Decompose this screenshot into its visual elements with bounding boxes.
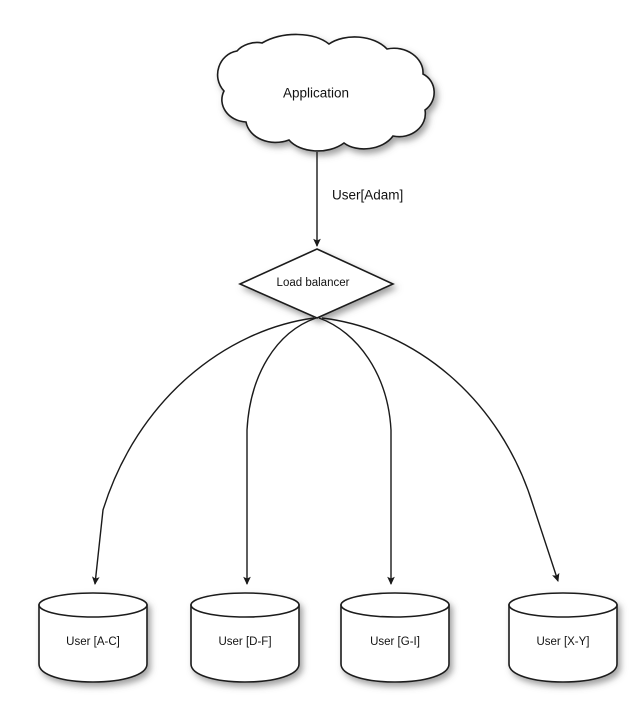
node-shard-a-c[interactable]: User [A-C]	[38, 592, 148, 683]
edge-balancer-to-shard-a-c	[91, 317, 315, 586]
edge-label-user-adam: User[Adam]	[332, 188, 403, 203]
cylinder-top-ellipse	[340, 592, 450, 618]
node-load-balancer[interactable]: Load balancer	[238, 248, 395, 319]
edge-group-balancer-to-shards	[91, 317, 560, 586]
cylinder-body	[190, 604, 300, 683]
shard-g-i-body-group	[340, 592, 450, 683]
shard-d-f-label: User [D-F]	[218, 636, 271, 648]
node-shard-g-i[interactable]: User [G-I]	[340, 592, 450, 683]
node-shard-d-f[interactable]: User [D-F]	[190, 592, 300, 683]
node-shard-x-y[interactable]: User [X-Y]	[508, 592, 618, 683]
cylinder-body	[340, 604, 450, 683]
edge-balancer-to-shard-d-f	[243, 317, 317, 586]
edge-app-to-balancer: User[Adam]	[313, 152, 403, 248]
node-application[interactable]: Application	[216, 33, 435, 152]
cylinder-top-ellipse	[38, 592, 148, 618]
load-balancer-label: Load balancer	[277, 277, 350, 289]
edge-balancer-to-shard-g-i	[318, 317, 395, 586]
shard-x-y-label: User [X-Y]	[536, 636, 589, 648]
shard-g-i-label: User [G-I]	[370, 636, 420, 648]
diamond-shape	[238, 248, 395, 319]
shard-a-c-label: User [A-C]	[66, 636, 120, 648]
cloud-shape	[216, 33, 435, 152]
cylinder-top-ellipse	[508, 592, 618, 618]
edge-balancer-to-shard-x-y	[321, 317, 560, 582]
shard-a-c-body-group	[38, 592, 148, 683]
cylinder-body	[508, 604, 618, 683]
cylinder-top-ellipse	[190, 592, 300, 618]
shard-x-y-body-group	[508, 592, 618, 683]
cylinder-body	[38, 604, 148, 683]
shard-d-f-body-group	[190, 592, 300, 683]
application-label: Application	[283, 86, 349, 101]
